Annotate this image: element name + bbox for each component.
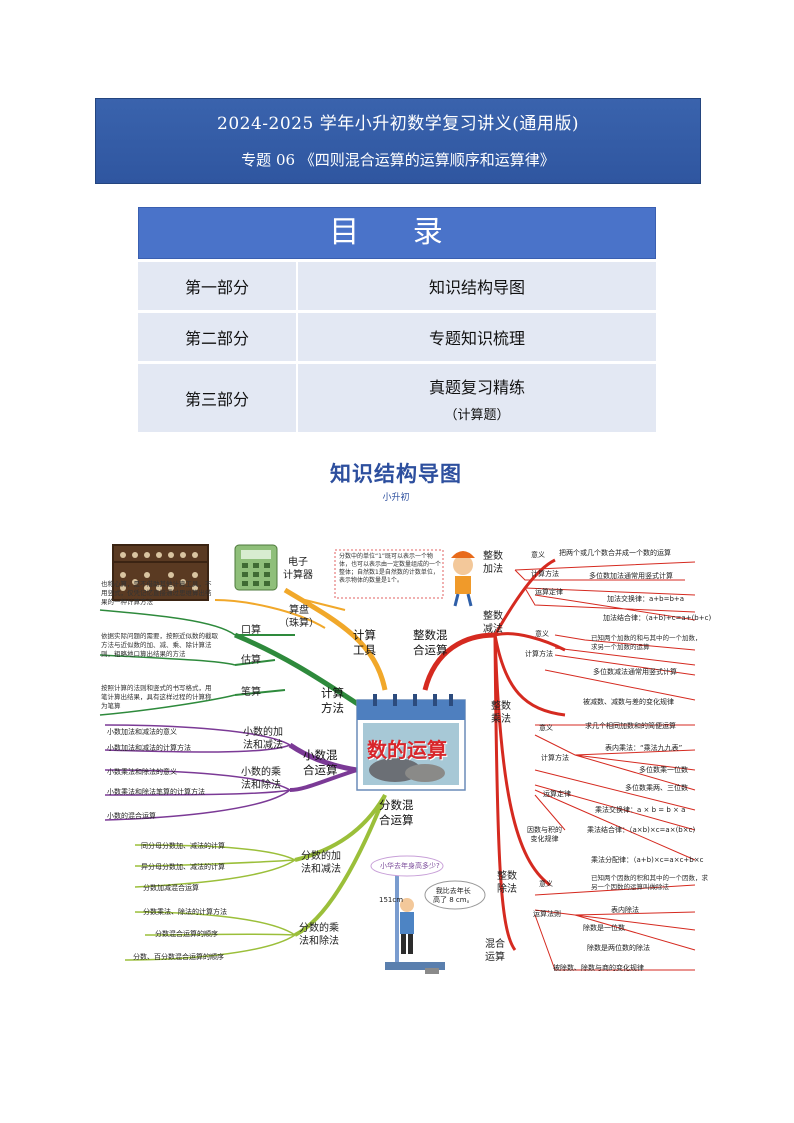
integer-item: 运算法则 [533,910,561,918]
integer-item: 已知两个因数的积和其中的一个因数，求另一个因数的运算叫做除法 [591,874,708,891]
oral-calc-label: 口算 [241,625,261,636]
integer-item: 乘法结合律：（a×b)×c=a×(b×c) [587,826,696,834]
bubble-text-2: 我比去年长 高了 8 cm。 [433,887,474,904]
decimal-item: 小数的混合运算 [107,812,156,820]
decimal-item: 小数加法和减法的计算方法 [107,744,191,752]
toc-name: 真题复习精练 [428,377,525,397]
decimal-item: 小数加法和减法的意义 [107,728,177,736]
integer-item: 多位数减法通常用竖式计算 [593,668,677,676]
abacus-icon [112,544,209,601]
oral-note: 也称心算，是不借助其他计算工具，不用竖式，仅凭记忆直接通过思维算出结果的一种计算… [101,580,212,606]
fraction-item: 分数、百分数混合运算的顺序 [133,953,224,961]
branch-integer: 整数混 合运算 [413,628,448,657]
logo-small: 小升初 [382,493,410,503]
fraction-item: 分数混合运算的顺序 [155,930,218,938]
branch-method: 计算 方法 [321,686,344,715]
integer-item: 意义 [535,630,549,638]
integer-sub: 整数 减法 [483,611,503,635]
integer-item: 多位数加法通常用竖式计算 [589,572,673,580]
fraction-item: 分数加减混合运算 [143,884,199,892]
integer-item: 已知两个加数的和与其中的一个加数，求另一个加数的运算 [591,634,702,651]
mind-map: 电子 计算器 算盘 （珠算） 计算 工具 口算 估算 笔算 也称心算，是不借助其… [95,540,715,980]
integer-item: 把两个或几个数合并成一个数的运算 [559,549,671,557]
abacus-label: 算盘 （珠算） [279,605,319,629]
written-calc-label: 笔算 [241,687,261,698]
fraction-item: 异分母分数加、减法的计算 [141,863,225,871]
document-title: 2024-2025 学年小升初数学复习讲义(通用版) [217,114,579,134]
cartoon-note: 分数中的单位“1”既可以表示一个物体，也可以表示由一定数量组成的一个整体；自然数… [339,553,442,584]
height-label: 151cm [379,896,404,904]
decimal-item: 小数乘法和除法的意义 [107,768,177,776]
toc-subname: （计算题） [444,407,510,423]
fraction-item: 同分母分数加、减法的计算 [141,842,225,850]
integer-item: 多位数乘两、三位数 [625,784,688,792]
toc-row[interactable]: 第三部分 真题复习精练 （计算题） [138,361,656,432]
center-title: 数的运算 [367,738,447,762]
center-calendar-icon [356,694,466,791]
estimate-note: 依据实际问题的需要，按照近似数的截取方法与近似数的加、减、乘、除计算法则，粗略地… [101,632,218,658]
integer-item: 加法交换律：a+b=b+a [607,595,685,603]
integer-item: 被减数、减数与差的变化规律 [583,698,674,706]
integer-item: 表内除法 [611,906,639,914]
branch-decimal: 小数混 合运算 [303,748,338,777]
integer-item: 意义 [531,551,545,559]
integer-item: 除数是两位数的除法 [587,944,650,952]
decimal-item: 小数乘法和除法笔算的计算方法 [107,788,205,796]
integer-item: 因数与积的 变化规律 [527,826,562,843]
integer-mixed: 混合 运算 [485,939,505,963]
integer-item: 乘法分配律：（a+b)×c=a×c+b×c [591,856,704,864]
integer-item: 除数是一位数 [583,924,625,932]
note-bubble [334,549,444,599]
toc-part: 第一部分 [138,262,298,310]
integer-add: 整数 加法 [483,551,503,575]
toc-part: 第二部分 [138,313,298,361]
toc-name: 专题知识梳理 [428,329,525,348]
speech-bubble-2 [424,880,486,910]
integer-mul: 整数 乘法 [491,701,511,725]
fraction-addsub: 分数的加 法和减法 [301,851,341,875]
cartoon-girl-icon [451,551,475,607]
integer-item: 计算方法 [541,754,569,762]
document-subtitle: 专题 06 《四则混合运算的运算顺序和运算律》 [241,151,555,169]
integer-item: 意义 [539,724,553,732]
integer-item: 意义 [539,880,553,888]
integer-item: 运算定律 [535,588,563,596]
decimal-addsub: 小数的加 法和减法 [243,727,283,751]
table-of-contents: 目 录 第一部分 知识结构导图 第二部分 专题知识梳理 第三部分 真题复习精练 … [138,207,656,432]
written-note: 按照计算的法则和竖式的书写格式，用笔计算出结果，具有这样过程的计算称为笔算 [101,684,212,710]
calculator-icon [234,544,278,591]
toc-part: 第三部分 [138,364,298,432]
toc-heading: 目 录 [138,207,656,259]
branch-fraction: 分数混 合运算 [379,798,414,827]
bubble-text-1: 小华去年身高多少? [380,862,440,870]
mindmap-logo: 知识结构导图 小升初 [326,458,466,508]
fraction-muldiv: 分数的乘 法和除法 [299,923,339,947]
estimate-label: 估算 [241,655,261,666]
integer-item: 计算方法 [531,570,559,578]
integer-div: 整数 除法 [497,871,517,895]
fraction-item: 分数乘法、除法的计算方法 [143,908,227,916]
decimal-muldiv: 小数的乘 法和除法 [241,767,281,791]
speech-bubble-1 [370,855,444,877]
integer-item: 加法结合律：（a+b)+c=a+(b+c) [603,614,712,622]
branch-tools: 计算 工具 [353,628,376,657]
title-banner: 2024-2025 学年小升初数学复习讲义(通用版) 专题 06 《四则混合运算… [95,98,701,184]
calculator-label: 电子 计算器 [283,557,313,581]
integer-item: 多位数乘一位数 [639,766,688,774]
integer-item: 表内乘法：“乘法九九表” [605,744,683,752]
integer-item: 乘法交换律：a × b = b × a [595,806,686,814]
integer-item: 求几个相同加数和的简便运算 [585,722,676,730]
toc-name: 知识结构导图 [428,278,525,297]
integer-item: 计算方法 [525,650,553,658]
toc-row[interactable]: 第二部分 专题知识梳理 [138,310,656,361]
integer-item: 被除数、除数与商的变化规律 [553,964,644,972]
logo-title: 知识结构导图 [330,462,462,486]
integer-item: 运算定律 [543,790,571,798]
toc-row[interactable]: 第一部分 知识结构导图 [138,259,656,310]
mind-map-lines [99,544,696,974]
